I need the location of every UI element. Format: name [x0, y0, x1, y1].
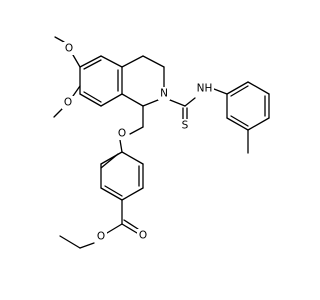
bond-nh-ar [213, 88, 228, 95]
bond-c-o-single [106, 223, 123, 234]
bond-arA-2 [100, 55, 123, 68]
svg-text:O: O [118, 128, 126, 140]
bond-tol-5 [226, 117, 249, 131]
bond-tol-4 [247, 117, 270, 131]
bond-arB-3-inner [104, 185, 123, 197]
bond-arB-1 [100, 151, 123, 165]
atom-s-thio: S [179, 119, 191, 132]
svg-text:O: O [139, 230, 147, 242]
atom-o-carbonyl: O [137, 229, 149, 242]
bond-o-ethyl [79, 242, 95, 249]
atom-nh: NH [195, 82, 214, 95]
svg-text:NH: NH [197, 83, 213, 95]
bond-ch2-o [129, 126, 144, 135]
bond-n-cthio [169, 99, 186, 107]
atom-o-methoxy-bottom: O [62, 96, 74, 109]
bond-arB-4 [121, 187, 144, 201]
bond-arB-3 [100, 187, 123, 201]
bond-ring-n-c1 [142, 99, 159, 107]
svg-text:O: O [64, 97, 72, 109]
bond-cthio-nh [184, 97, 196, 107]
bond-arB-1-inner [100, 153, 119, 169]
bond-c-o-double-a [121, 223, 138, 234]
bond-ring-c3-c2 [142, 55, 165, 68]
bond-arB-6 [121, 151, 144, 165]
atom-o-ester: O [95, 230, 107, 243]
structure-drawing: O O N NH S O O [53, 36, 270, 249]
bond-tol-1-inner [230, 85, 249, 97]
bond-tol-5-inner [230, 115, 249, 127]
svg-text:O: O [65, 43, 73, 55]
svg-text:S: S [182, 120, 189, 132]
atom-o-methoxy-top: O [63, 42, 75, 55]
bonds-group [53, 36, 270, 249]
atom-o-ether: O [116, 127, 128, 140]
svg-text:O: O [97, 231, 105, 243]
svg-text:N: N [160, 88, 168, 100]
bond-arA-1 [79, 55, 102, 68]
bond-ring-c1-c8a [121, 93, 144, 107]
molecule-canvas: O O N NH S O O [53, 36, 270, 249]
bond-methyl-o-top [54, 36, 65, 43]
bond-ethyl [59, 235, 81, 249]
atom-labels-group: O O N NH S O O [62, 42, 214, 243]
bond-arA-1-inner [83, 59, 102, 70]
bond-c-o-double-b [123, 219, 139, 230]
bond-arA-5-inner [83, 91, 102, 103]
bond-tol-1 [226, 81, 249, 95]
bond-tol-2 [247, 81, 270, 95]
atom-n-ring: N [158, 87, 170, 100]
bond-arA-4 [100, 93, 123, 107]
bond-o-top-ring [72, 54, 81, 68]
bond-methyl-o-bottom [53, 108, 63, 118]
bond-o-ar [119, 139, 123, 153]
bond-arA-5 [79, 93, 102, 107]
bond-ring-c4-c3 [121, 55, 144, 68]
bond-o-bottom-ring [72, 85, 81, 97]
